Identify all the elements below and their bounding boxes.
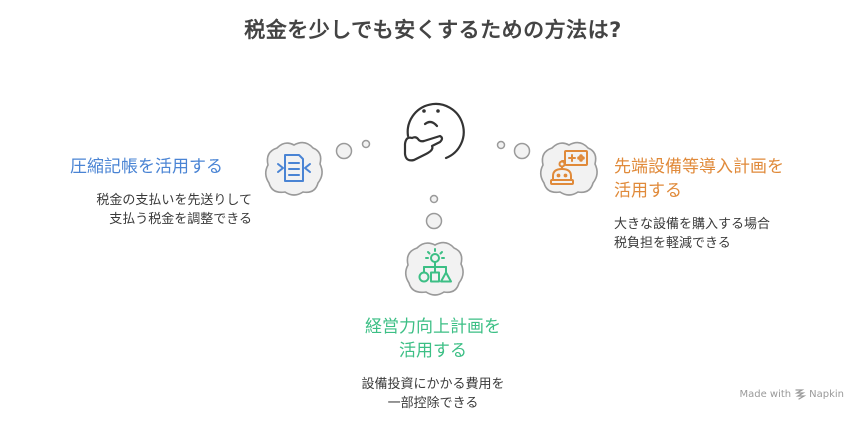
idea-left-heading: 圧縮記帳を活用する [70, 157, 223, 177]
idea-bottom-description-line-1: 設備投資にかかる費用を [361, 377, 505, 392]
made-with-label: Made with [739, 388, 792, 400]
lightbulb-hierarchy-icon [418, 248, 452, 283]
page-title: 税金を少しでも安くするための方法は? [244, 18, 622, 42]
cloud-bottom [404, 241, 464, 296]
idea-bottom-heading-line-1: 経営力向上計画を [365, 317, 501, 337]
idea-left: 圧縮記帳を活用する 税金の支払いを先送りして 支払う税金を調整できる [30, 155, 252, 229]
cloud-left [264, 141, 323, 196]
idea-right: 先端設備等導入計画を 活用する 大きな設備を購入する場合 税負担を軽減できる [614, 155, 844, 253]
idea-bottom-description-line-2: 一部控除できる [387, 396, 479, 411]
thought-bubbles-left [335, 139, 371, 160]
idea-bottom-heading-line-2: 活用する [399, 341, 467, 361]
idea-right-heading-line-1: 先端設備等導入計画を [614, 157, 784, 177]
compress-document-icon [277, 154, 311, 182]
idea-right-description-line-1: 大きな設備を購入する場合 [614, 217, 771, 232]
cloud-right [539, 141, 598, 196]
idea-left-description-line-2: 支払う税金を調整できる [109, 212, 252, 227]
napkin-brand-label: Napkin [809, 388, 844, 400]
thought-bubbles-right [496, 140, 531, 160]
made-with-napkin[interactable]: Made with Napkin [739, 388, 844, 400]
napkin-logo-icon [794, 389, 807, 400]
idea-right-description-line-2: 税負担を軽減できる [614, 236, 731, 251]
thinking-face-icon [403, 102, 465, 162]
idea-left-description-line-1: 税金の支払いを先送りして [96, 193, 252, 208]
thought-bubbles-bottom [425, 194, 443, 230]
idea-bottom: 経営力向上計画を 活用する 設備投資にかかる費用を 一部控除できる [320, 315, 546, 413]
robot-game-controller-icon [550, 150, 588, 185]
idea-right-heading-line-2: 活用する [614, 181, 682, 201]
